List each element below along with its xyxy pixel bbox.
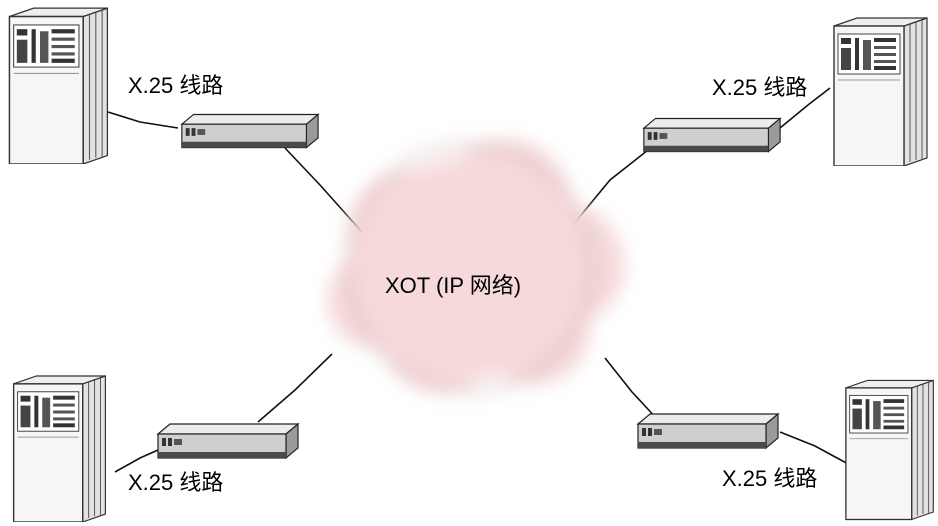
line-tl-router-cloud — [284, 147, 363, 233]
router-bottom-left-icon — [157, 423, 299, 459]
line-tr-server-router — [779, 87, 831, 129]
router-bottom-right-icon — [637, 413, 779, 449]
server-top-right-icon — [833, 17, 928, 166]
line-br-server-router — [779, 431, 851, 466]
server-top-left-icon — [8, 7, 109, 164]
cloud-label: XOT (IP 网络) — [385, 273, 522, 298]
server-bottom-right-icon — [845, 379, 934, 521]
link-label-bottom-right: X.25 线路 — [722, 466, 818, 491]
router-top-right-icon — [643, 117, 781, 153]
line-bl-router-cloud — [257, 353, 333, 423]
link-label-top-right: X.25 线路 — [712, 75, 808, 100]
server-bottom-left-icon — [12, 375, 107, 522]
ip-network-cloud — [327, 139, 625, 393]
line-tl-server-router — [107, 111, 179, 129]
link-label-bottom-left: X.25 线路 — [128, 470, 224, 495]
line-br-router-cloud — [604, 357, 659, 421]
line-bl-server-router — [114, 449, 159, 473]
link-label-top-left: X.25 线路 — [128, 73, 224, 98]
router-top-left-icon — [181, 113, 319, 149]
